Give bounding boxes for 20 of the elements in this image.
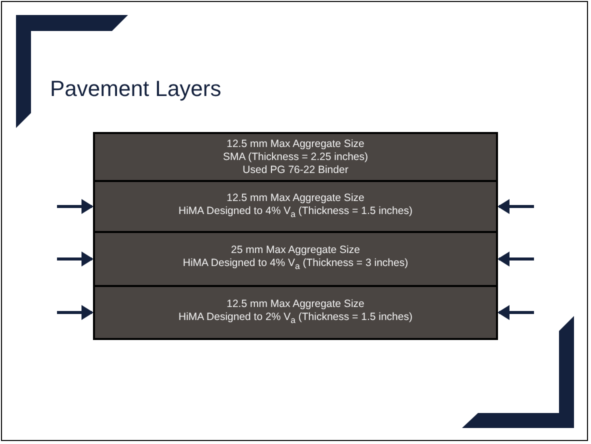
layer-text: Used PG 76-22 Binder bbox=[242, 164, 348, 176]
layer-text: HiMA Designed to 2% V$_{a}$ (Thickness = 1.5 inches) bbox=[178, 310, 412, 328]
pavement-layer bbox=[93, 132, 498, 182]
layer-text: SMA (Thickness = 2.25 inches) bbox=[222, 150, 368, 164]
layer-text: 12.5 mm Max Aggregate Size bbox=[226, 192, 364, 205]
arrow bbox=[498, 252, 534, 266]
arrow bbox=[57, 252, 94, 266]
pavement-layer bbox=[93, 180, 498, 233]
layer-text: 25 mm Max Aggregate Size bbox=[231, 244, 360, 258]
layer-text: 12.5 mm Max Aggregate Size bbox=[226, 298, 364, 311]
pavement-layer bbox=[93, 231, 498, 287]
arrow bbox=[57, 305, 94, 320]
arrow bbox=[57, 199, 94, 214]
arrow bbox=[498, 199, 534, 214]
arrow bbox=[498, 305, 534, 320]
layer-text: HiMA Designed to 4% V$_{a}$ (Thickness = 3 inches) bbox=[182, 257, 408, 274]
layer-text: HiMA Designed to 4% V$_{a}$ (Thickness = 1.5 inches) bbox=[178, 204, 412, 222]
slide-title: Pavement Layers bbox=[50, 76, 222, 102]
layer-text: 12.5 mm Max Aggregate Size bbox=[226, 138, 364, 150]
pavement-layer bbox=[93, 285, 498, 340]
